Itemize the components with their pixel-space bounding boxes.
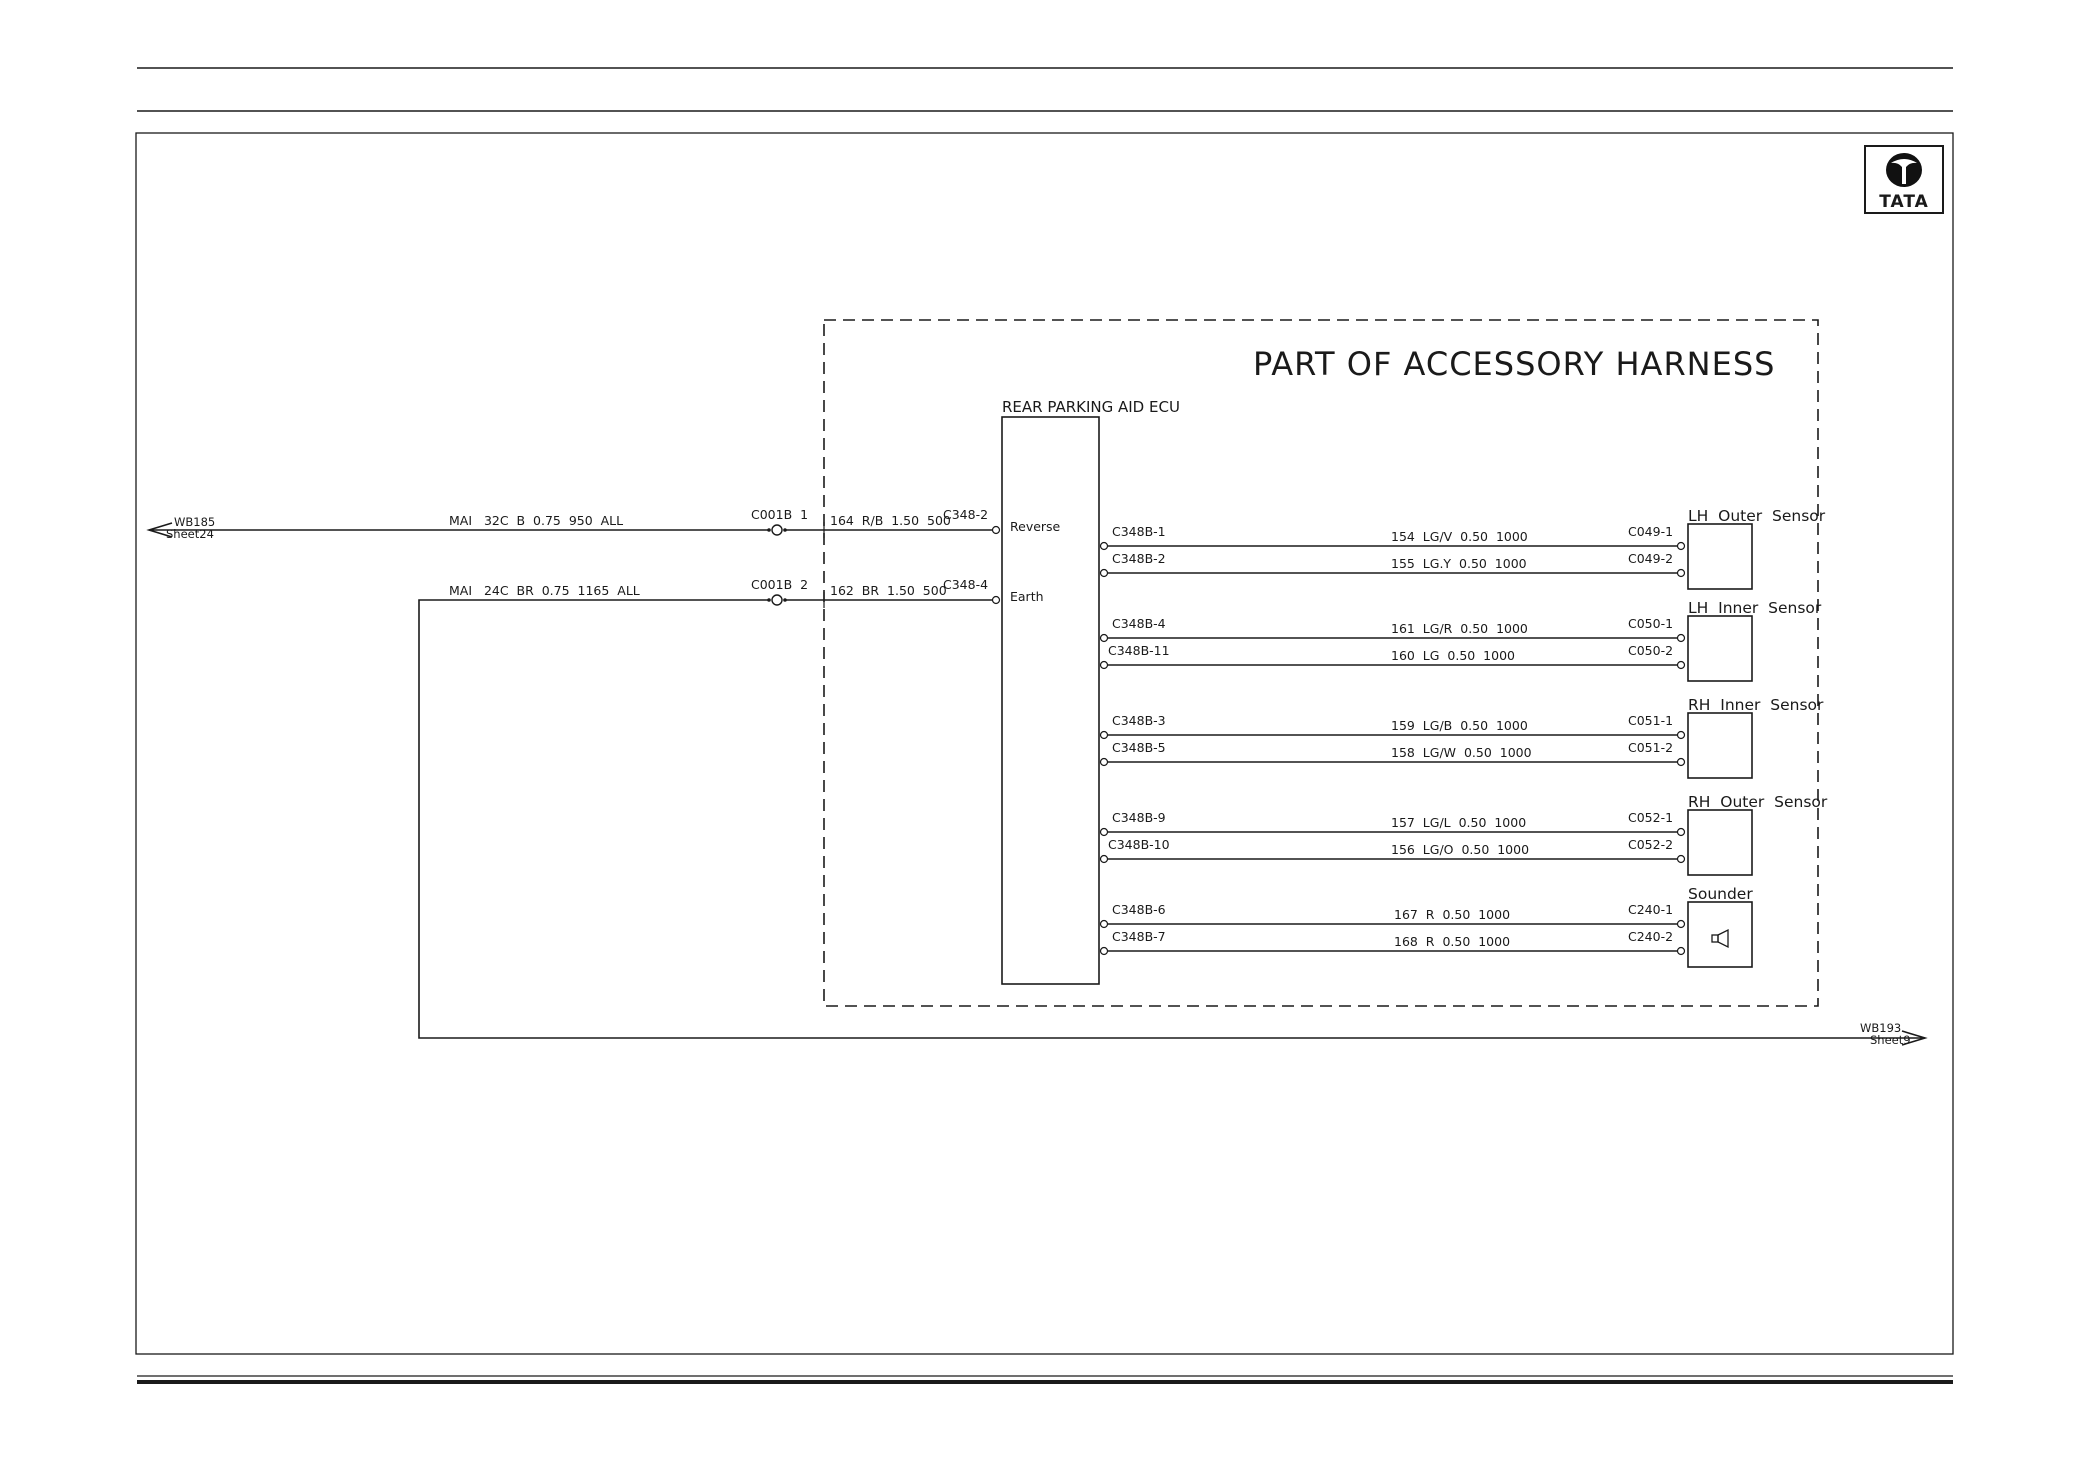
sensor-wire-ecu-pin: C348B-2	[1112, 551, 1166, 566]
sensor-wire-pin: C051-2	[1628, 740, 1673, 755]
feed-wire-earth-ecu-pin: C348-4	[943, 577, 988, 592]
sensor-wire-spec: 161 LG/R 0.50 1000	[1391, 621, 1528, 636]
sensor-group-rh-inner: RH Inner Sensor C348B-3 159 LG/B 0.50 10…	[1099, 696, 1824, 779]
offsheet-right-sheet: Sheet9	[1870, 1033, 1911, 1047]
offsheet-left-sheet: Sheet24	[166, 527, 214, 541]
sensor-box	[1687, 523, 1753, 590]
sensor-name: RH Inner Sensor	[1688, 696, 1824, 714]
sensor-wire-ecu-pin: C348B-7	[1112, 929, 1166, 944]
sensor-wire-spec: 155 LG.Y 0.50 1000	[1391, 556, 1527, 571]
sensor-wire-pin: C049-1	[1628, 524, 1673, 539]
sensor-wire: C348B-3 159 LG/B 0.50 1000 C051-1	[1099, 713, 1686, 740]
sensor-box	[1687, 712, 1753, 779]
sensor-wire: C348B-1 154 LG/V 0.50 1000 C049-1	[1099, 524, 1686, 551]
sensor-box	[1687, 615, 1753, 682]
harness-title: PART OF ACCESSORY HARNESS	[1253, 345, 1775, 383]
offsheet-right-id: WB193	[1860, 1021, 1901, 1035]
sensor-wire: C348B-5 158 LG/W 0.50 1000 C051-2	[1099, 740, 1686, 767]
ecu-label: REAR PARKING AID ECU	[1002, 398, 1180, 416]
rear-parking-aid-ecu	[1001, 416, 1100, 985]
sensor-wire: C348B-7 168 R 0.50 1000 C240-2	[1099, 929, 1686, 956]
drawing-frame	[135, 132, 1954, 1355]
sensor-wire-spec: 154 LG/V 0.50 1000	[1391, 529, 1528, 544]
sensor-wire: C348B-9 157 LG/L 0.50 1000 C052-1	[1099, 810, 1686, 837]
feed-wire-reverse-ecu-pin: C348-2	[943, 507, 988, 522]
sensor-wire-spec: 160 LG 0.50 1000	[1391, 648, 1515, 663]
feed-wire-reverse-harness-spec: 164 R/B 1.50 500	[830, 513, 951, 528]
sensor-name: RH Outer Sensor	[1688, 793, 1828, 811]
tata-logo: TATA	[1864, 145, 1944, 214]
feed-wire-earth-connector: C001B 2	[751, 577, 808, 592]
sensor-wire-spec: 158 LG/W 0.50 1000	[1391, 745, 1532, 760]
horn-icon	[1711, 928, 1729, 949]
sensor-wire: C348B-10 156 LG/O 0.50 1000 C052-2	[1099, 837, 1686, 864]
sensor-wire: C348B-4 161 LG/R 0.50 1000 C050-1	[1099, 616, 1686, 643]
accessory-harness-boundary	[823, 319, 1819, 1007]
sensor-name: LH Outer Sensor	[1688, 507, 1826, 525]
sensor-name: Sounder	[1688, 885, 1753, 903]
sensor-wire-spec: 156 LG/O 0.50 1000	[1391, 842, 1529, 857]
sensor-wire-spec: 157 LG/L 0.50 1000	[1391, 815, 1526, 830]
sensor-wire-ecu-pin: C348B-4	[1112, 616, 1166, 631]
sensor-wire-spec: 167 R 0.50 1000	[1394, 907, 1510, 922]
sensor-wire: C348B-2 155 LG.Y 0.50 1000 C049-2	[1099, 551, 1686, 578]
sensor-wire-pin: C050-2	[1628, 643, 1673, 658]
sensor-wire-pin: C051-1	[1628, 713, 1673, 728]
sensor-wire-pin: C049-2	[1628, 551, 1673, 566]
sensor-wire-ecu-pin: C348B-9	[1112, 810, 1166, 825]
sensor-wire-ecu-pin: C348B-6	[1112, 902, 1166, 917]
sensor-name: LH Inner Sensor	[1688, 599, 1822, 617]
sensor-group-lh-inner: LH Inner Sensor C348B-4 161 LG/R 0.50 10…	[1099, 599, 1822, 682]
sensor-group-lh-outer: LH Outer Sensor C348B-1 154 LG/V 0.50 10…	[1099, 507, 1826, 590]
sensor-wire: C348B-6 167 R 0.50 1000 C240-1	[1099, 902, 1686, 929]
sensor-wire-pin: C050-1	[1628, 616, 1673, 631]
feed-wire-reverse: MAI 32C B 0.75 950 ALL C001B 1 164 R/B 1…	[149, 507, 1001, 538]
sensor-wire-pin: C052-1	[1628, 810, 1673, 825]
sensor-wire-pin: C240-2	[1628, 929, 1673, 944]
feed-wire-earth-main-spec: MAI 24C BR 0.75 1165 ALL	[449, 583, 640, 598]
sensor-wire-pin: C052-2	[1628, 837, 1673, 852]
feed-wire-earth: MAI 24C BR 0.75 1165 ALL C001B 2 162 BR …	[418, 577, 1862, 1039]
sensor-box	[1687, 809, 1753, 876]
sounder-box	[1687, 901, 1753, 968]
sensor-wire: C348B-11 160 LG 0.50 1000 C050-2	[1099, 643, 1686, 670]
sensor-group-sounder: Sounder C348B-6 167 R 0.50 1000 C240-1 C…	[1099, 885, 1753, 968]
feed-wire-reverse-connector: C001B 1	[751, 507, 808, 522]
sensor-wire-pin: C240-1	[1628, 902, 1673, 917]
sensor-wire-ecu-pin: C348B-11	[1108, 643, 1170, 658]
ecu-earth-label: Earth	[1010, 589, 1044, 604]
ecu-reverse-label: Reverse	[1010, 519, 1061, 534]
offsheet-left-id: WB185	[174, 515, 215, 529]
sensor-group-rh-outer: RH Outer Sensor C348B-9 157 LG/L 0.50 10…	[1099, 793, 1828, 876]
sensor-wire-ecu-pin: C348B-3	[1112, 713, 1166, 728]
offsheet-connector-right: WB193 Sheet9	[1860, 1021, 1928, 1047]
tata-logo-text: TATA	[1879, 192, 1929, 212]
sensor-wire-ecu-pin: C348B-5	[1112, 740, 1166, 755]
sensor-wire-spec: 168 R 0.50 1000	[1394, 934, 1510, 949]
sensor-wire-spec: 159 LG/B 0.50 1000	[1391, 718, 1528, 733]
sensor-wire-ecu-pin: C348B-1	[1112, 524, 1166, 539]
feed-wire-earth-harness-spec: 162 BR 1.50 500	[830, 583, 947, 598]
offsheet-connector-left: WB185 Sheet24	[146, 515, 215, 541]
sensor-wire-ecu-pin: C348B-10	[1108, 837, 1170, 852]
feed-wire-reverse-main-spec: MAI 32C B 0.75 950 ALL	[449, 513, 623, 528]
